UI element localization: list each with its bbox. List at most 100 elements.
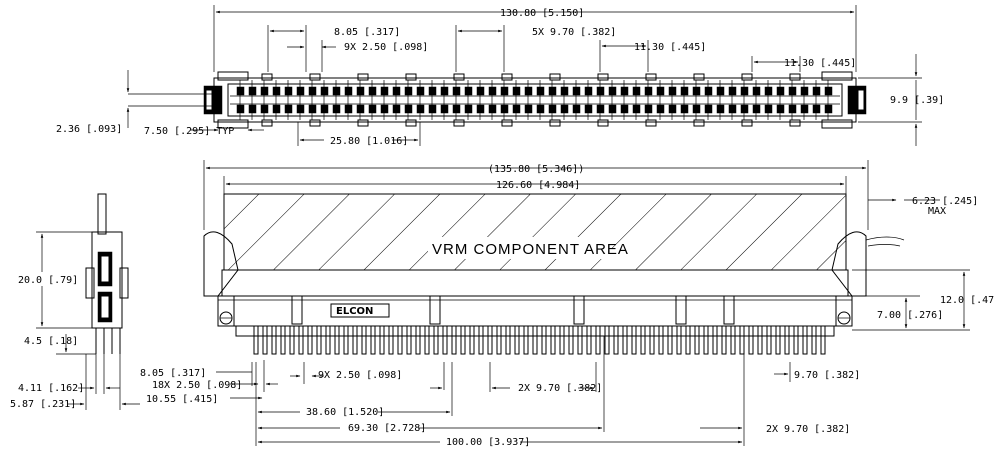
contact-pin xyxy=(811,325,817,355)
dim-first-pitch: 8.05 [.317] xyxy=(334,27,400,38)
top-pin xyxy=(632,80,641,120)
dim-overall-length: 130.80 [5.150] xyxy=(500,8,584,19)
housing-slot xyxy=(675,295,687,325)
top-key xyxy=(645,119,657,127)
contact-pin xyxy=(820,325,826,355)
contact-pin xyxy=(433,325,439,355)
top-pin xyxy=(800,80,809,120)
top-pin xyxy=(344,80,353,120)
top-pin xyxy=(380,80,389,120)
top-pin xyxy=(452,80,461,120)
top-pin xyxy=(656,80,665,120)
contact-pin xyxy=(613,325,619,355)
top-key xyxy=(405,119,417,127)
top-pin xyxy=(752,80,761,120)
top-pin xyxy=(524,80,533,120)
top-pin xyxy=(296,80,305,120)
contact-pin xyxy=(469,325,475,355)
top-pin xyxy=(620,80,629,120)
dim-970-right: 9.70 [.382] xyxy=(794,370,860,381)
contact-pin xyxy=(505,325,511,355)
contact-pin xyxy=(325,325,331,355)
contact-pin xyxy=(451,325,457,355)
contact-pin xyxy=(370,325,376,355)
contact-pin xyxy=(541,325,547,355)
contact-pin xyxy=(694,325,700,355)
contact-pin xyxy=(523,325,529,355)
contact-pin xyxy=(748,325,754,355)
top-pin xyxy=(728,80,737,120)
contact-pin xyxy=(721,325,727,355)
contact-pin xyxy=(802,325,808,355)
dim-offset-805: 8.05 [.317] xyxy=(140,368,206,379)
dim-height: 9.9 [.39] xyxy=(890,95,944,106)
top-pin xyxy=(416,80,425,120)
top-pin xyxy=(392,80,401,120)
contact-pin xyxy=(793,325,799,355)
contact-pin xyxy=(496,325,502,355)
top-pin xyxy=(740,80,749,120)
top-pin xyxy=(308,80,317,120)
dim-5x-pitch: 5X 9.70 [.382] xyxy=(532,27,616,38)
brand-logo: ELCON xyxy=(336,306,373,317)
top-key xyxy=(549,119,561,127)
dim-span-2580: 25.80 [1.016] xyxy=(330,136,408,147)
dim-span-3860: 38.60 [1.520] xyxy=(306,407,384,418)
component-area-label: VRM COMPONENT AREA xyxy=(432,241,629,258)
contact-pin xyxy=(676,325,682,355)
contact-pin xyxy=(406,325,412,355)
top-pin xyxy=(332,80,341,120)
dim-height-700: 7.00 [.276] xyxy=(877,310,943,321)
top-pin xyxy=(464,80,473,120)
top-key xyxy=(309,73,321,81)
top-key xyxy=(789,119,801,127)
contact-pin xyxy=(379,325,385,355)
dim-pin-45: 4.5 [.18] xyxy=(24,336,78,347)
top-pin xyxy=(644,80,653,120)
housing-slot xyxy=(291,295,303,325)
contact-pin xyxy=(343,325,349,355)
contact-pin xyxy=(577,325,583,355)
dim-span-10000: 100.00 [3.937] xyxy=(446,437,530,448)
top-key xyxy=(261,119,273,127)
top-pin xyxy=(368,80,377,120)
contact-pin xyxy=(316,325,322,355)
top-pin xyxy=(356,80,365,120)
contact-pin xyxy=(559,325,565,355)
top-key xyxy=(645,73,657,81)
top-key xyxy=(357,119,369,127)
top-key xyxy=(741,73,753,81)
contact-pin xyxy=(352,325,358,355)
contact-pin xyxy=(334,325,340,355)
top-pin xyxy=(536,80,545,120)
front-pin-row xyxy=(253,325,826,355)
front-slot-row xyxy=(291,295,735,325)
top-pin xyxy=(404,80,413,120)
dim-pitch-411: 4.11 [.162] xyxy=(18,383,84,394)
contact-pin xyxy=(460,325,466,355)
contact-pin xyxy=(730,325,736,355)
contact-pin xyxy=(640,325,646,355)
contact-pin xyxy=(532,325,538,355)
dim-typ-spacing: 7.50 [.295] TYP xyxy=(144,126,234,137)
dim-2x-pitch-a: 2X 9.70 [.382] xyxy=(518,383,602,394)
top-pin xyxy=(548,80,557,120)
top-pin xyxy=(500,80,509,120)
top-pin xyxy=(440,80,449,120)
top-pin xyxy=(776,80,785,120)
dim-9x-pitch: 9X 2.50 [.098] xyxy=(344,42,428,53)
top-key xyxy=(597,73,609,81)
contact-pin xyxy=(415,325,421,355)
contact-pin xyxy=(253,325,259,355)
top-pin xyxy=(260,80,269,120)
top-view: 130.80 [5.150] 8.05 [.317] 9X 2.50 [.098… xyxy=(56,5,944,147)
contact-pin xyxy=(568,325,574,355)
contact-pin xyxy=(424,325,430,355)
top-key xyxy=(789,73,801,81)
housing-slot xyxy=(723,295,735,325)
contact-pin xyxy=(361,325,367,355)
top-pin xyxy=(560,80,569,120)
top-key xyxy=(597,119,609,127)
top-pin-row xyxy=(236,73,833,127)
contact-pin xyxy=(550,325,556,355)
